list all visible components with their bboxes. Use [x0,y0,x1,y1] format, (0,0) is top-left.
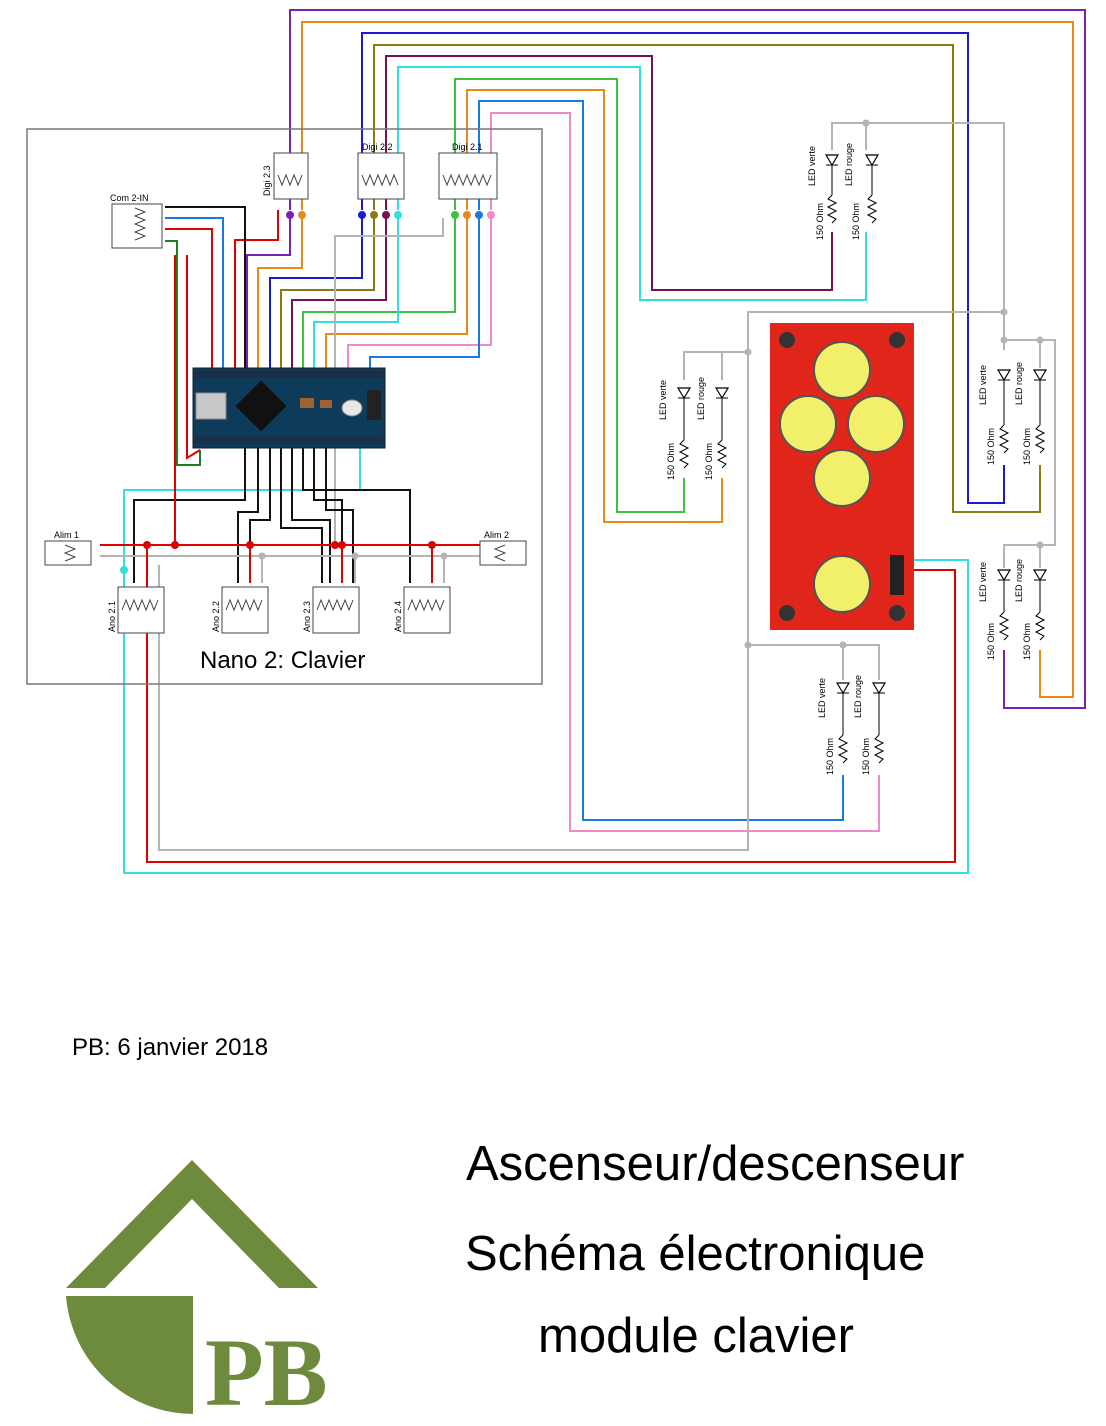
svg-text:150 Ohm: 150 Ohm [861,738,871,775]
svg-text:150 Ohm: 150 Ohm [986,623,996,660]
keypad-board [770,323,914,630]
connector-ano-21: Ano 2.1 [107,586,165,634]
arduino-nano-board [192,367,386,449]
svg-text:150 Ohm: 150 Ohm [815,203,825,240]
keypad-button-left [779,395,837,453]
svg-text:LED verte: LED verte [817,678,827,718]
connector-ano-23: Ano 2.3 [302,586,360,634]
led-pair-right-lower: LED verte LED rouge 150 Ohm 150 Ohm [978,559,1048,660]
connector-digi-23: Digi 2.3 [262,152,309,200]
title-line-2: Schéma électronique [465,1227,926,1281]
svg-text:150 Ohm: 150 Ohm [1022,428,1032,465]
svg-text:150 Ohm: 150 Ohm [666,443,676,480]
connector-alim-1: Alim 1 [44,530,92,566]
svg-text:LED rouge: LED rouge [1014,559,1024,602]
svg-text:150 Ohm: 150 Ohm [825,738,835,775]
svg-text:Ano 2.4: Ano 2.4 [393,601,403,632]
pb-logo: PB [66,1160,328,1426]
led-pair-top: LED verte LED rouge 150 Ohm 150 Ohm [807,143,880,240]
svg-text:LED rouge: LED rouge [853,675,863,718]
svg-text:Ano 2.1: Ano 2.1 [107,601,117,632]
nano-frame [26,128,543,685]
title-line-1: Ascenseur/descenseur [466,1137,965,1191]
svg-text:Digi 2.1: Digi 2.1 [452,142,483,152]
svg-text:Alim 1: Alim 1 [54,530,79,540]
svg-text:Digi 2.2: Digi 2.2 [362,142,393,152]
connector-com: Com 2-IN [110,193,163,249]
svg-text:LED rouge: LED rouge [1014,362,1024,405]
svg-text:150 Ohm: 150 Ohm [704,443,714,480]
svg-text:LED verte: LED verte [978,365,988,405]
keypad-button-up [813,341,871,399]
keypad-button-down [813,449,871,507]
svg-text:Alim 2: Alim 2 [484,530,509,540]
svg-text:150 Ohm: 150 Ohm [851,203,861,240]
connector-ano-22: Ano 2.2 [211,586,269,634]
svg-text:Ano 2.3: Ano 2.3 [302,601,312,632]
keypad-button-select [813,555,871,613]
junction-dots [120,119,1044,649]
title-line-3: module clavier [538,1309,854,1363]
svg-text:LED verte: LED verte [658,380,668,420]
led-pair-bottom: LED verte LED rouge 150 Ohm 150 Ohm [817,675,887,775]
date-label: PB: 6 janvier 2018 [72,1034,269,1061]
connector-digi-22: Digi 2.2 [357,142,405,200]
svg-text:150 Ohm: 150 Ohm [986,428,996,465]
svg-text:Ano 2.2: Ano 2.2 [211,601,221,632]
led-pair-right-upper: LED verte LED rouge 150 Ohm 150 Ohm [978,362,1048,465]
led-pair-left: LED verte LED rouge 150 Ohm 150 Ohm [658,377,730,480]
logo-text: PB [205,1319,328,1426]
svg-text:LED rouge: LED rouge [844,143,854,186]
svg-text:Digi 2.3: Digi 2.3 [262,165,272,196]
connector-digi-21: Digi 2.1 [438,142,498,200]
svg-text:Com 2-IN: Com 2-IN [110,193,149,203]
keypad-button-right [847,395,905,453]
connector-ano-24: Ano 2.4 [393,586,451,634]
svg-text:LED verte: LED verte [978,562,988,602]
connector-alim-2: Alim 2 [479,530,527,566]
svg-text:LED rouge: LED rouge [696,377,706,420]
svg-text:150 Ohm: 150 Ohm [1022,623,1032,660]
svg-text:LED verte: LED verte [807,146,817,186]
frame-caption: Nano 2: Clavier [200,647,365,674]
